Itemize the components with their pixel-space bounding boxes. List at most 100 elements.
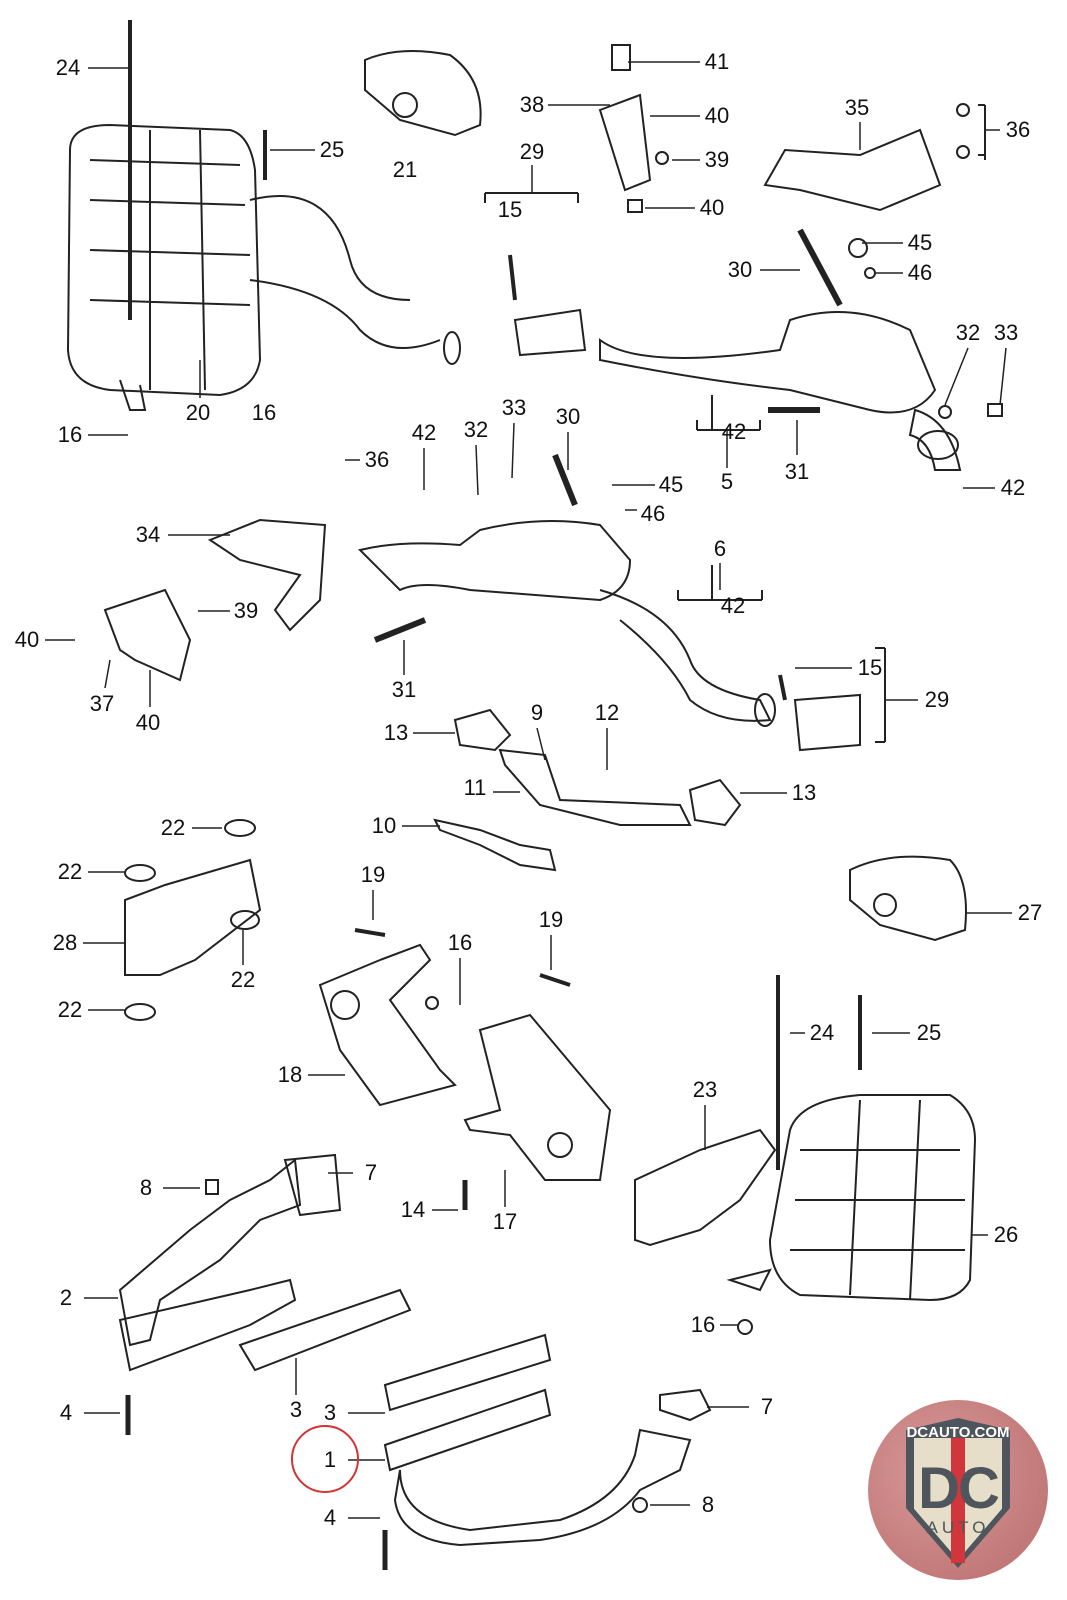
callout-42[interactable]: 42 (1000, 475, 1026, 500)
callout-32[interactable]: 32 (463, 417, 489, 442)
callout-37[interactable]: 37 (89, 691, 115, 716)
callout-16[interactable]: 16 (57, 422, 83, 447)
callout-13[interactable]: 13 (791, 780, 817, 805)
callout-38[interactable]: 38 (519, 92, 545, 117)
rear-muffler-right (634, 975, 977, 1335)
leader-line-32 (944, 347, 969, 406)
callout-8[interactable]: 8 (139, 1175, 153, 1200)
rear-muffler-left (66, 20, 461, 411)
leader-line-33 (511, 422, 515, 479)
callout-45[interactable]: 45 (658, 472, 684, 497)
callout-17[interactable]: 17 (492, 1209, 518, 1234)
callout-30[interactable]: 30 (727, 257, 753, 282)
callout-33[interactable]: 33 (501, 395, 527, 420)
callout-36[interactable]: 36 (364, 447, 390, 472)
logo-main-text: DC (918, 1456, 1000, 1521)
callout-24[interactable]: 24 (809, 1020, 835, 1045)
callout-21[interactable]: 21 (392, 157, 418, 182)
callout-28[interactable]: 28 (52, 930, 78, 955)
leader-line-9 (536, 727, 546, 761)
bracket-18 (318, 928, 457, 1107)
callout-13[interactable]: 13 (383, 720, 409, 745)
callout-31[interactable]: 31 (784, 459, 810, 484)
callout-2[interactable]: 2 (59, 1285, 73, 1310)
selected-part-highlight (291, 1425, 359, 1493)
callout-3[interactable]: 3 (323, 1400, 337, 1425)
callout-7[interactable]: 7 (364, 1160, 378, 1185)
callout-40[interactable]: 40 (704, 103, 730, 128)
callout-42[interactable]: 42 (411, 420, 437, 445)
callout-15[interactable]: 15 (857, 655, 883, 680)
callout-27[interactable]: 27 (1017, 900, 1043, 925)
callout-4[interactable]: 4 (323, 1505, 337, 1530)
callout-4[interactable]: 4 (59, 1400, 73, 1425)
callout-6[interactable]: 6 (713, 536, 727, 561)
heat-shield-34 (103, 518, 327, 682)
callout-31[interactable]: 31 (391, 677, 417, 702)
gaskets-3 (238, 1288, 552, 1412)
callout-40[interactable]: 40 (14, 627, 40, 652)
callout-19[interactable]: 19 (360, 862, 386, 887)
callout-16[interactable]: 16 (690, 1312, 716, 1337)
callout-35[interactable]: 35 (844, 95, 870, 120)
callout-34[interactable]: 34 (135, 522, 161, 547)
leader-line-33 (999, 347, 1007, 406)
callout-10[interactable]: 10 (371, 813, 397, 838)
callout-20[interactable]: 20 (185, 400, 211, 425)
callout-11[interactable]: 11 (463, 775, 487, 800)
mount-28 (124, 819, 262, 1021)
callout-36[interactable]: 36 (1005, 117, 1031, 142)
catalytic-converter-right (599, 228, 1003, 471)
callout-25[interactable]: 25 (319, 137, 345, 162)
callout-32[interactable]: 32 (955, 320, 981, 345)
callout-22[interactable]: 22 (57, 859, 83, 884)
callout-22[interactable]: 22 (160, 815, 186, 840)
leader-line-37 (104, 659, 111, 689)
dcauto-logo: DCAUTO.COM DC AUTO (868, 1400, 1048, 1580)
exhaust-manifold-2 (118, 1153, 342, 1435)
callout-39[interactable]: 39 (233, 598, 259, 623)
callout-41[interactable]: 41 (704, 49, 730, 74)
callout-25[interactable]: 25 (916, 1020, 942, 1045)
callout-16[interactable]: 16 (447, 930, 473, 955)
callout-12[interactable]: 12 (594, 700, 620, 725)
callout-9[interactable]: 9 (530, 700, 544, 725)
sensor-bracket-38 (598, 44, 669, 213)
callout-16[interactable]: 16 (251, 400, 277, 425)
callout-45[interactable]: 45 (907, 230, 933, 255)
callout-15[interactable]: 15 (497, 197, 523, 222)
leader-line-32 (475, 444, 479, 496)
callout-46[interactable]: 46 (907, 260, 933, 285)
callout-1[interactable]: 1 (323, 1447, 337, 1472)
callout-39[interactable]: 39 (704, 147, 730, 172)
callout-5[interactable]: 5 (720, 469, 734, 494)
callout-8[interactable]: 8 (701, 1492, 715, 1517)
callout-14[interactable]: 14 (400, 1197, 426, 1222)
logo-top-text: DCAUTO.COM (906, 1424, 1010, 1441)
brackets-9-10 (433, 647, 886, 872)
callout-19[interactable]: 19 (538, 907, 564, 932)
catalytic-converter-left (358, 453, 776, 727)
callout-18[interactable]: 18 (277, 1062, 303, 1087)
callout-24[interactable]: 24 (55, 55, 81, 80)
callout-29[interactable]: 29 (924, 687, 950, 712)
callout-22[interactable]: 22 (230, 967, 256, 992)
callout-40[interactable]: 40 (135, 710, 161, 735)
callout-22[interactable]: 22 (57, 997, 83, 1022)
callout-26[interactable]: 26 (993, 1222, 1019, 1247)
callout-40[interactable]: 40 (699, 195, 725, 220)
callout-7[interactable]: 7 (760, 1394, 774, 1419)
callout-46[interactable]: 46 (640, 501, 666, 526)
callout-42[interactable]: 42 (720, 593, 746, 618)
callout-33[interactable]: 33 (993, 320, 1019, 345)
bracket-17 (462, 973, 612, 1210)
callout-29[interactable]: 29 (519, 139, 545, 164)
callout-30[interactable]: 30 (555, 404, 581, 429)
callout-3[interactable]: 3 (289, 1397, 303, 1422)
callout-42[interactable]: 42 (721, 419, 747, 444)
heat-shield-27 (849, 855, 967, 942)
callout-23[interactable]: 23 (692, 1077, 718, 1102)
heat-shield-21 (364, 50, 482, 137)
